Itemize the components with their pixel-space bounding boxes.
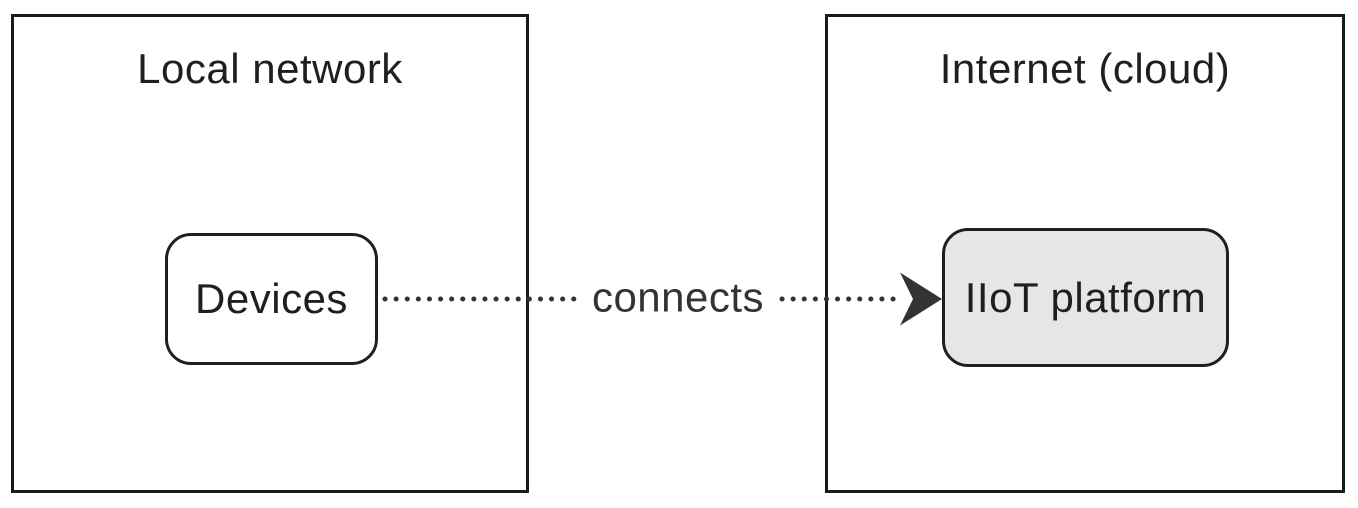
node-iiot-platform: IIoT platform xyxy=(942,228,1229,367)
node-iiot-platform-label: IIoT platform xyxy=(964,273,1207,321)
cluster-local-network-title: Local network xyxy=(137,45,403,92)
node-devices: Devices xyxy=(165,233,378,365)
node-devices-label: Devices xyxy=(195,275,348,322)
edge-label: connects xyxy=(591,273,765,321)
cluster-internet-cloud-title: Internet (cloud) xyxy=(939,45,1231,92)
